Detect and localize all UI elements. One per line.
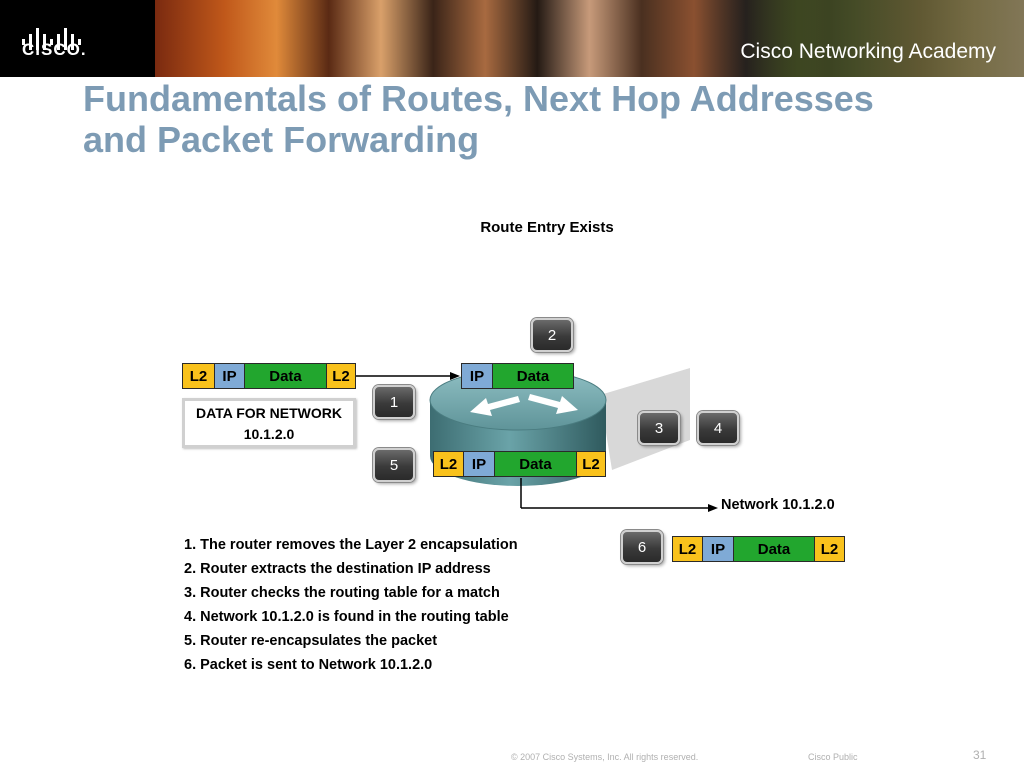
slide-title-line-1: Fundamentals of Routes, Next Hop Address…: [83, 78, 874, 119]
step-list: 1. The router removes the Layer 2 encaps…: [184, 533, 518, 677]
list-item: 4. Network 10.1.2.0 is found in the rout…: [184, 609, 509, 625]
outgoing-arrowhead: [708, 504, 718, 512]
incoming-packet: L2 IP Data L2: [182, 363, 356, 389]
packet-l2-trailer: L2: [577, 452, 605, 476]
packet-data: Data: [495, 452, 577, 476]
packet-ip-header: IP: [703, 537, 734, 561]
packet-ip-header: IP: [464, 452, 495, 476]
packet-l2-header: L2: [183, 364, 215, 388]
router-packet-bottom: L2 IP Data L2: [433, 451, 606, 477]
packet-ip-header: IP: [215, 364, 245, 388]
packet-ip-header: IP: [462, 364, 493, 388]
footer-classification: Cisco Public: [808, 752, 858, 762]
cisco-bridge-icon: [22, 28, 81, 50]
cisco-wordmark: CISCO.: [22, 40, 87, 59]
list-item: 5. Router re-encapsulates the packet: [184, 633, 438, 649]
slide-title-line-2: and Packet Forwarding: [83, 119, 480, 160]
router-packet-top: IP Data: [461, 363, 574, 389]
step-3-button[interactable]: 3: [638, 411, 680, 445]
diagram-title: Route Entry Exists: [480, 219, 614, 236]
slide-title: Fundamentals of Routes, Next Hop Address…: [83, 78, 1003, 160]
destination-network-box: DATA FOR NETWORK 10.1.2.0: [182, 398, 356, 448]
step-6-button[interactable]: 6: [621, 530, 663, 564]
packet-l2-header: L2: [673, 537, 703, 561]
outgoing-packet: L2 IP Data L2: [672, 536, 845, 562]
header-banner: CISCO. Cisco Networking Academy: [0, 0, 1024, 77]
incoming-arrowhead: [450, 372, 460, 380]
destination-box-line-1: DATA FOR NETWORK: [196, 405, 342, 421]
list-item: 2. Router extracts the destination IP ad…: [184, 561, 491, 577]
packet-l2-trailer: L2: [815, 537, 844, 561]
packet-l2-header: L2: [434, 452, 464, 476]
list-item: 3. Router checks the routing table for a…: [184, 585, 500, 601]
network-label: Network 10.1.2.0: [721, 497, 835, 513]
footer-copyright: © 2007 Cisco Systems, Inc. All rights re…: [511, 752, 699, 762]
step-2-button[interactable]: 2: [531, 318, 573, 352]
packet-data: Data: [245, 364, 327, 388]
step-4-button[interactable]: 4: [697, 411, 739, 445]
list-item: 6. Packet is sent to Network 10.1.2.0: [184, 657, 433, 673]
packet-data: Data: [493, 364, 573, 388]
banner-shade: [700, 0, 1024, 77]
academy-logo-text: Cisco Networking Academy: [740, 40, 996, 63]
logo-background: [0, 0, 155, 77]
list-item: 1. The router removes the Layer 2 encaps…: [184, 537, 518, 553]
router-arrow-left: [470, 396, 520, 416]
destination-box-line-2: 10.1.2.0: [243, 426, 295, 442]
step-1-button[interactable]: 1: [373, 385, 415, 419]
page-number: 31: [973, 748, 987, 762]
packet-l2-trailer: L2: [327, 364, 355, 388]
step-5-button[interactable]: 5: [373, 448, 415, 482]
packet-data: Data: [734, 537, 815, 561]
router-arrow-right: [528, 394, 578, 414]
